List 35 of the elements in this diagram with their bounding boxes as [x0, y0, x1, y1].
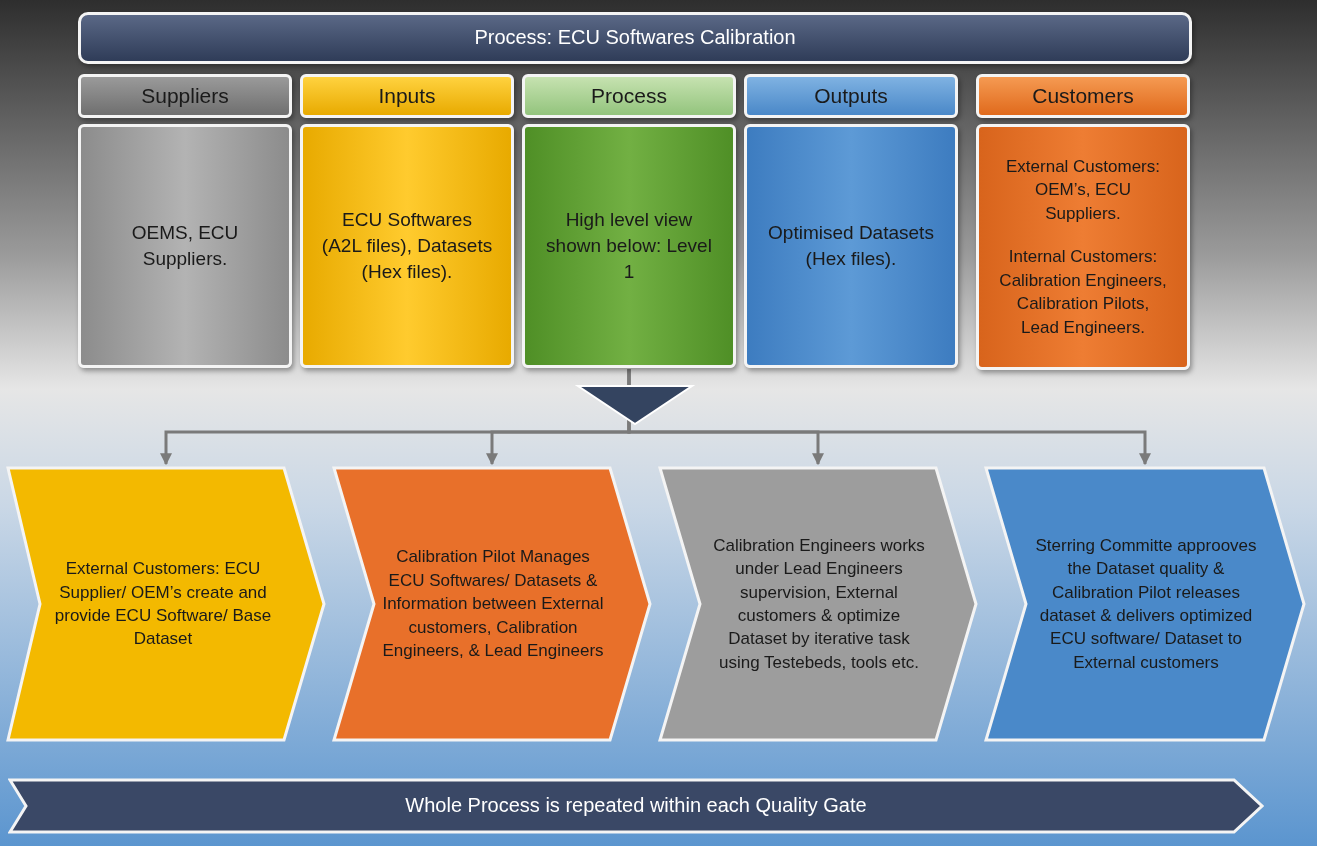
- title-text: Whole Process is repeated within each Quality Gate: [405, 793, 867, 819]
- body-text: Sterring Committe approoves the Dataset quality & Calibration Pilot releases dataset & delivers optimized ECU software/ Dataset to External customers: [1034, 534, 1258, 674]
- body-text: External Customers: ECU Supplier/ OEM’s create and provide ECU Software/ Base Dataset: [53, 558, 273, 651]
- customer-box: [976, 124, 1190, 370]
- input-box: [300, 124, 514, 368]
- title-text: Process: ECU Softwares Calibration: [474, 25, 796, 51]
- chevron-step: [658, 466, 978, 742]
- body-text: Calibration Engineers works under Lead Engineers supervision, External customers & optimize Dataset by iterative task using Testebeds, tools etc.: [712, 534, 926, 674]
- down-arrow: [574, 385, 696, 426]
- supplier-box: [78, 124, 292, 368]
- body-text: External Customers: OEM’s, ECU Suppliers.: [1005, 155, 1161, 225]
- header-text: Inputs: [378, 82, 436, 109]
- body-text: ECU Softwares (A2L files), Datasets (Hex files).: [320, 207, 494, 285]
- output-box: [744, 124, 958, 368]
- header-text: Outputs: [814, 82, 888, 109]
- chevron-step: [6, 466, 326, 742]
- chevron-step: [984, 466, 1306, 742]
- column-header: [744, 74, 958, 118]
- body-text: Internal Customers: Calibration Engineers, Calibration Pilots, Lead Engineers.: [998, 246, 1168, 339]
- column-header: [78, 74, 292, 118]
- body-text: Calibration Pilot Manages ECU Softwares/ Datasets & Information between External customers, Calibration Engineers, & Lead Engineers: [382, 546, 604, 663]
- chevron-step: [332, 466, 652, 742]
- body-text: High level view shown below: Level 1: [545, 207, 713, 285]
- title-bar: [78, 12, 1192, 64]
- process-box: [522, 124, 736, 368]
- column-header: [300, 74, 514, 118]
- column-header: [976, 74, 1190, 118]
- body-text: Optimised Datasets (Hex files).: [767, 220, 935, 271]
- body-text: OEMS, ECU Suppliers.: [130, 220, 240, 271]
- connector-arrow: [627, 369, 1151, 466]
- column-header: [522, 74, 736, 118]
- header-text: Customers: [1032, 82, 1134, 109]
- process-band: [8, 778, 1264, 834]
- header-text: Process: [591, 82, 667, 109]
- header-text: Suppliers: [141, 82, 229, 109]
